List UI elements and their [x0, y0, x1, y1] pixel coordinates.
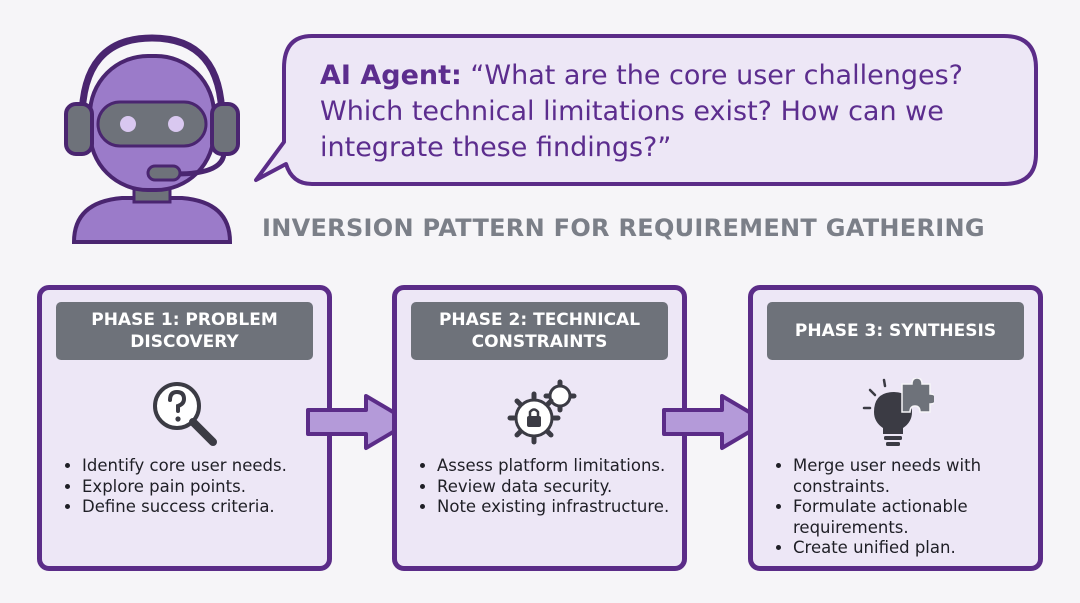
- robot-agent-avatar: [64, 34, 240, 244]
- phase-3-header: PHASE 3: SYNTHESIS: [767, 302, 1024, 360]
- list-item: Review data security.: [437, 477, 674, 498]
- flow-arrow-icon: [306, 394, 412, 450]
- gears-lock-icon: [507, 379, 576, 445]
- speaker-label: AI Agent:: [320, 60, 462, 91]
- list-item: Formulate actionable requirements.: [793, 497, 1030, 538]
- agent-quote: AI Agent: “What are the core user challe…: [320, 58, 1010, 166]
- phase-2-header: PHASE 2: TECHNICAL CONSTRAINTS: [411, 302, 668, 360]
- phase-3-card: PHASE 3: SYNTHESIS Merge user needs with…: [748, 285, 1043, 571]
- list-item: Note existing infrastructure.: [437, 497, 674, 518]
- diagram-title: INVERSION PATTERN FOR REQUIREMENT GATHER…: [262, 214, 985, 242]
- magnifier-question-icon: [152, 382, 217, 446]
- phase-1-header: PHASE 1: PROBLEM DISCOVERY: [56, 302, 313, 360]
- quote-text: “What are the core user challenges? Whic…: [320, 60, 963, 163]
- lightbulb-puzzle-icon: [862, 378, 934, 446]
- list-item: Create unified plan.: [793, 538, 1030, 559]
- list-item: Explore pain points.: [82, 477, 319, 498]
- phase-1-card: PHASE 1: PROBLEM DISCOVERY Identify core…: [37, 285, 332, 571]
- flow-arrow-icon: [662, 394, 768, 450]
- phase-1-list: Identify core user needs. Explore pain p…: [62, 456, 319, 518]
- phase-2-list: Assess platform limitations. Review data…: [417, 456, 674, 518]
- speech-bubble: [254, 34, 1038, 186]
- list-item: Identify core user needs.: [82, 456, 319, 477]
- list-item: Merge user needs with constraints.: [793, 456, 1030, 497]
- phase-2-card: PHASE 2: TECHNICAL CONSTRAINTS Assess pl…: [392, 285, 687, 571]
- phase-3-list: Merge user needs with constraints. Formu…: [773, 456, 1030, 559]
- list-item: Assess platform limitations.: [437, 456, 674, 477]
- list-item: Define success criteria.: [82, 497, 319, 518]
